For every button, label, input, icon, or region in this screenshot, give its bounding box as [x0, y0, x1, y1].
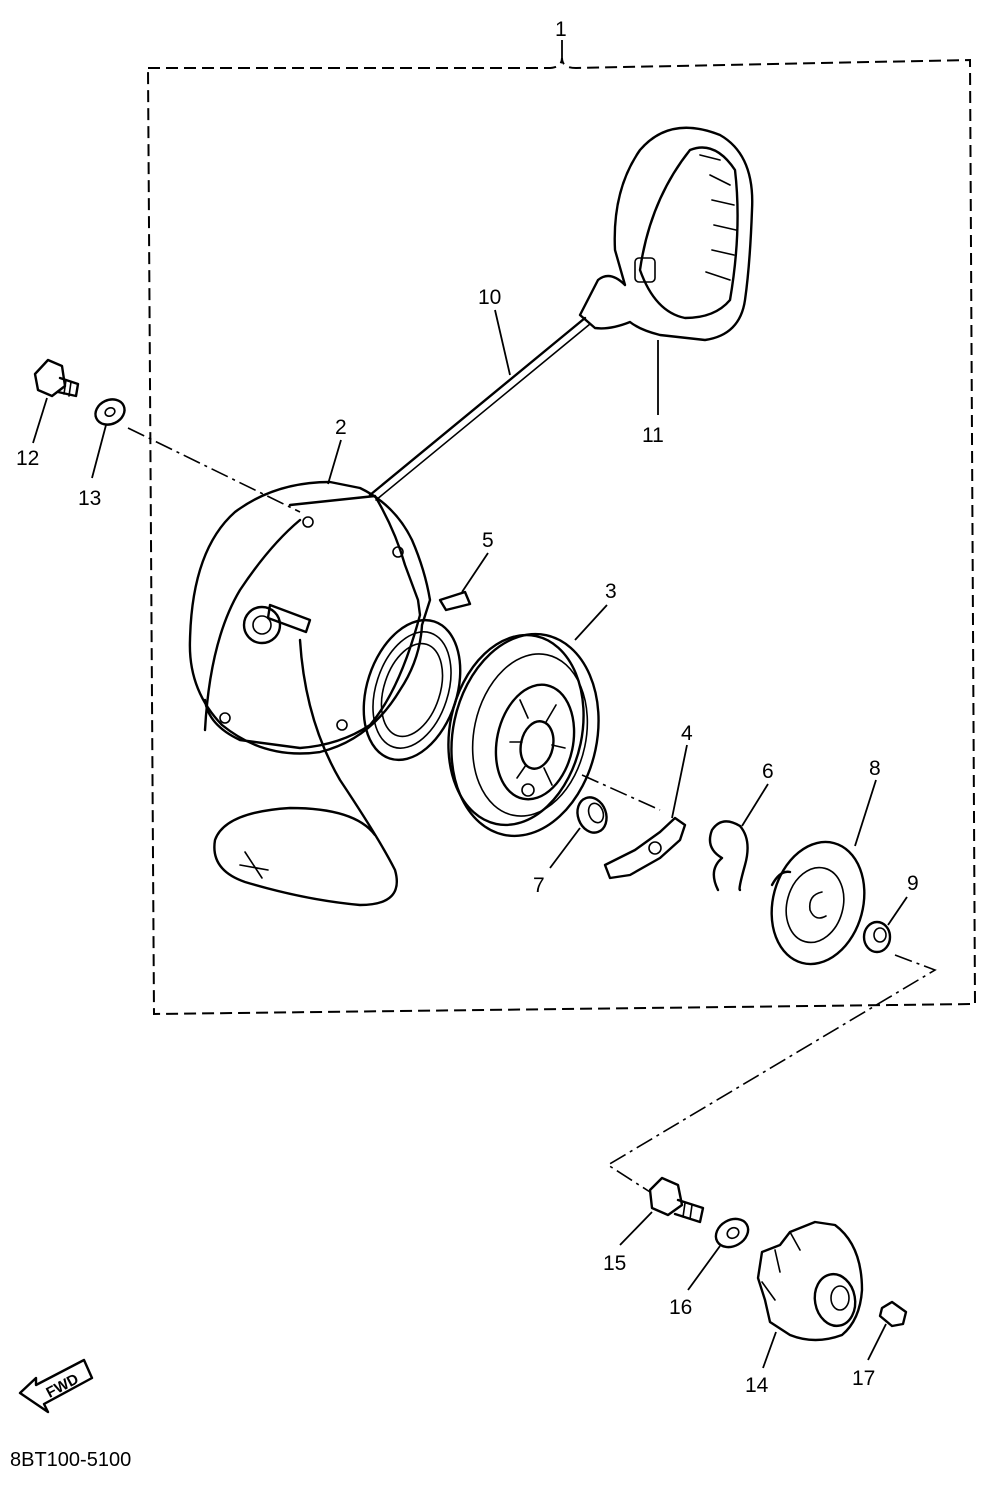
assembly-boundary	[146, 57, 977, 1016]
callout-leader-4	[671, 744, 688, 819]
flange-bolt-12	[33, 358, 80, 398]
starter-pulley	[447, 632, 600, 838]
alignment-line-pawl	[581, 774, 661, 811]
washer-13	[94, 398, 126, 426]
pawl-spring	[708, 820, 749, 892]
callout-11: 11	[642, 424, 664, 447]
callout-leader-3	[574, 604, 608, 641]
starter-handle	[578, 126, 754, 342]
callout-2: 2	[335, 416, 347, 439]
alignment-line-case-bolt	[127, 427, 301, 513]
callout-7: 7	[533, 874, 545, 897]
callout-9: 9	[907, 872, 919, 895]
callout-12: 12	[16, 447, 39, 470]
callout-10: 10	[478, 286, 501, 309]
callout-leader-15	[619, 1211, 653, 1246]
pin-17	[878, 1300, 908, 1328]
callout-15: 15	[603, 1252, 626, 1275]
callout-leader-17	[867, 1323, 887, 1361]
callout-leader-10	[494, 309, 511, 376]
callout-leader-16	[687, 1245, 721, 1291]
starter-case	[188, 480, 432, 907]
callout-14: 14	[745, 1374, 769, 1397]
diagram-code: 8BT100-5100	[10, 1449, 131, 1471]
recoil-spring	[362, 590, 472, 762]
callout-leader-9	[887, 896, 908, 926]
callout-13: 13	[78, 487, 101, 510]
callout-16: 16	[669, 1296, 692, 1319]
callout-leader-2	[327, 439, 342, 485]
callout-leader-13	[91, 424, 107, 479]
callout-leader-14	[762, 1331, 777, 1369]
callout-leader-12	[32, 397, 48, 444]
callout-leader-8	[854, 779, 877, 847]
callout-1: 1	[555, 18, 567, 41]
callout-leader-5	[461, 552, 489, 593]
forward-direction-arrow: FWD	[18, 1358, 94, 1414]
callout-5: 5	[482, 529, 494, 552]
bolt-15	[648, 1176, 705, 1224]
starter-rope	[368, 316, 591, 501]
callout-6: 6	[762, 760, 774, 783]
callout-3: 3	[605, 580, 617, 603]
drive-pulley	[756, 1220, 864, 1342]
callout-17: 17	[852, 1367, 875, 1390]
callout-leader-7	[549, 827, 581, 869]
washer-16	[714, 1217, 750, 1249]
alignment-line-nut-bolt	[606, 954, 937, 1193]
callout-4: 4	[681, 722, 693, 745]
callout-leader-6	[741, 783, 769, 827]
bushing	[576, 796, 608, 834]
drive-pawl	[603, 816, 687, 880]
fwd-label: FWD	[43, 1371, 81, 1402]
nut	[862, 920, 892, 954]
callout-8: 8	[869, 757, 881, 780]
friction-plate	[770, 840, 866, 966]
